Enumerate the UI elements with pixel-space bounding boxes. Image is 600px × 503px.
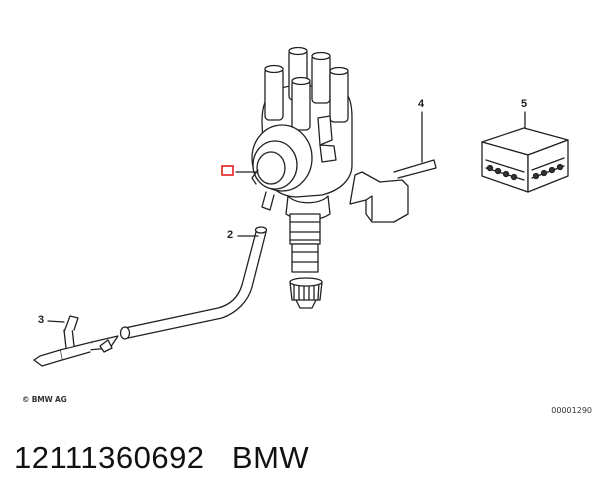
copyright-notice: © BMW AG [22, 395, 67, 404]
callout-5: 5 [521, 98, 528, 110]
item-1-highlight-marker[interactable] [221, 165, 234, 176]
t-connector-illustration [33, 315, 119, 367]
part-number: 12111360692 [14, 440, 205, 475]
brand-name: BMW [231, 440, 310, 475]
parts-box-illustration [481, 127, 569, 193]
callout-2: 2 [227, 229, 234, 241]
caption: 12111360692 BMW [14, 440, 309, 476]
vacuum-hose-illustration [119, 226, 268, 340]
leader-line-3 [47, 320, 65, 323]
bracket-illustration [349, 159, 437, 223]
parts-diagram [33, 46, 569, 367]
distributor-illustration [251, 46, 353, 309]
drawing-number: 00001290 [551, 406, 592, 415]
callout-4: 4 [418, 98, 425, 110]
callout-3: 3 [38, 314, 45, 326]
